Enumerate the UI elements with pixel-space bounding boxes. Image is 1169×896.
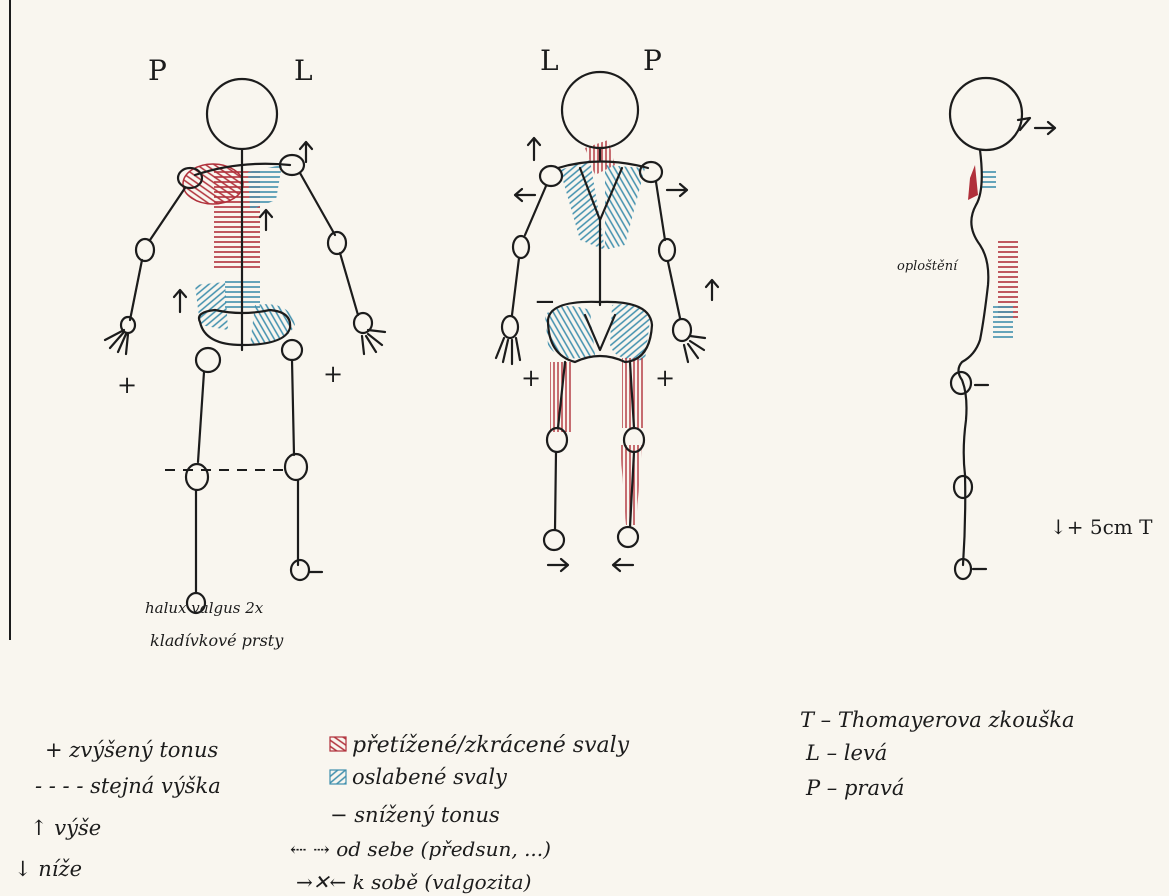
hand-left	[496, 338, 520, 364]
plus-right: +	[323, 360, 343, 388]
side-label-left: L	[540, 44, 559, 77]
legend-increased-tone: + zvýšený tonus	[45, 738, 218, 762]
wrist-left	[502, 316, 518, 338]
ankle-right	[291, 560, 309, 580]
arrow-left-shoulder	[515, 189, 535, 201]
minus-sign: −	[534, 287, 556, 317]
legend-same-height: - - - - stejná výška	[35, 774, 221, 798]
side-label-left: P	[148, 54, 167, 87]
elbow-left	[136, 239, 154, 261]
swatch-weakened	[330, 770, 346, 784]
arrow-right-shoulder	[667, 184, 687, 196]
overloaded-neck	[968, 165, 978, 200]
head	[562, 72, 638, 148]
arrow-up-scapula	[260, 210, 272, 230]
knee-right	[285, 454, 307, 480]
note-hammer-toes: kladívkové prsty	[150, 631, 284, 650]
side-label-right: P	[643, 44, 662, 77]
figure-side-view: oploštění ↓+ 5cm T	[897, 78, 1153, 579]
hip-joint	[951, 372, 971, 394]
arm-right-upper	[656, 182, 665, 240]
arrow-left-foot	[613, 559, 633, 571]
wrist-right	[673, 319, 691, 341]
swatch-overloaded	[330, 737, 346, 751]
arm-left-lower	[130, 260, 142, 320]
arrow-up-shoulder	[528, 138, 540, 160]
elbow-right	[328, 232, 346, 254]
elbow-right	[659, 239, 675, 261]
legend: + zvýšený tonus - - - - stejná výška ↑ v…	[14, 708, 1074, 894]
legend-together: →✕← k sobě (valgozita)	[296, 870, 531, 894]
spine-profile	[959, 150, 989, 565]
weakened-pectorals-right	[605, 165, 645, 250]
arrow-up-hip	[174, 290, 186, 312]
legend-thomayer: T – Thomayerova zkouška	[800, 708, 1074, 732]
legend-right: P – pravá	[805, 776, 904, 800]
figure-front-view: L P	[496, 44, 718, 571]
plus-left: +	[117, 371, 137, 399]
arm-left-upper	[525, 186, 546, 235]
legend-weakened: oslabené svaly	[352, 765, 508, 789]
weakened-abdomen	[993, 305, 1013, 340]
arm-right-upper	[300, 173, 335, 235]
note-hallux: halux valgus 2x	[145, 599, 264, 617]
head	[950, 78, 1022, 150]
arrow-right-foot	[548, 559, 568, 571]
legend-decreased-tone: − snížený tonus	[330, 803, 500, 827]
hand-left	[105, 330, 128, 354]
head	[207, 79, 277, 149]
hip-right	[282, 340, 302, 360]
arm-left-upper	[150, 188, 185, 240]
arrow-up-hand	[706, 280, 718, 300]
figure-back-view: P L	[105, 54, 385, 650]
side-label-right: L	[294, 54, 313, 87]
flattening-label: oploštění	[897, 259, 959, 274]
legend-lower: ↓ níže	[14, 857, 82, 881]
weakened-shoulder-right	[248, 165, 282, 210]
legend-overloaded: přetížené/zkrácené svaly	[352, 733, 630, 758]
arm-left-lower	[512, 258, 519, 315]
thomayer-measure: ↓+ 5cm T	[1050, 515, 1153, 539]
legend-higher: ↑ výše	[30, 816, 101, 840]
legend-left: L – levá	[805, 741, 887, 765]
arm-right-lower	[668, 262, 680, 318]
knee-joint	[954, 476, 972, 498]
hip-left	[196, 348, 220, 372]
plus-left: +	[521, 364, 541, 392]
leg-left-upper	[198, 372, 204, 462]
leg-right-upper	[292, 360, 294, 455]
ankle-right	[618, 527, 638, 547]
knee-left	[186, 464, 208, 490]
weakened-neck	[982, 168, 996, 190]
shoulder-joint-left	[540, 166, 562, 186]
arm-right-lower	[340, 253, 358, 315]
plus-right: +	[655, 364, 675, 392]
legend-apart: ⇠ ⇢ od sebe (předsun, ...)	[290, 837, 551, 861]
elbow-left	[513, 236, 529, 258]
ankle-left	[544, 530, 564, 550]
leg-left-lower	[555, 452, 556, 530]
arrow-right-head	[1035, 122, 1055, 134]
